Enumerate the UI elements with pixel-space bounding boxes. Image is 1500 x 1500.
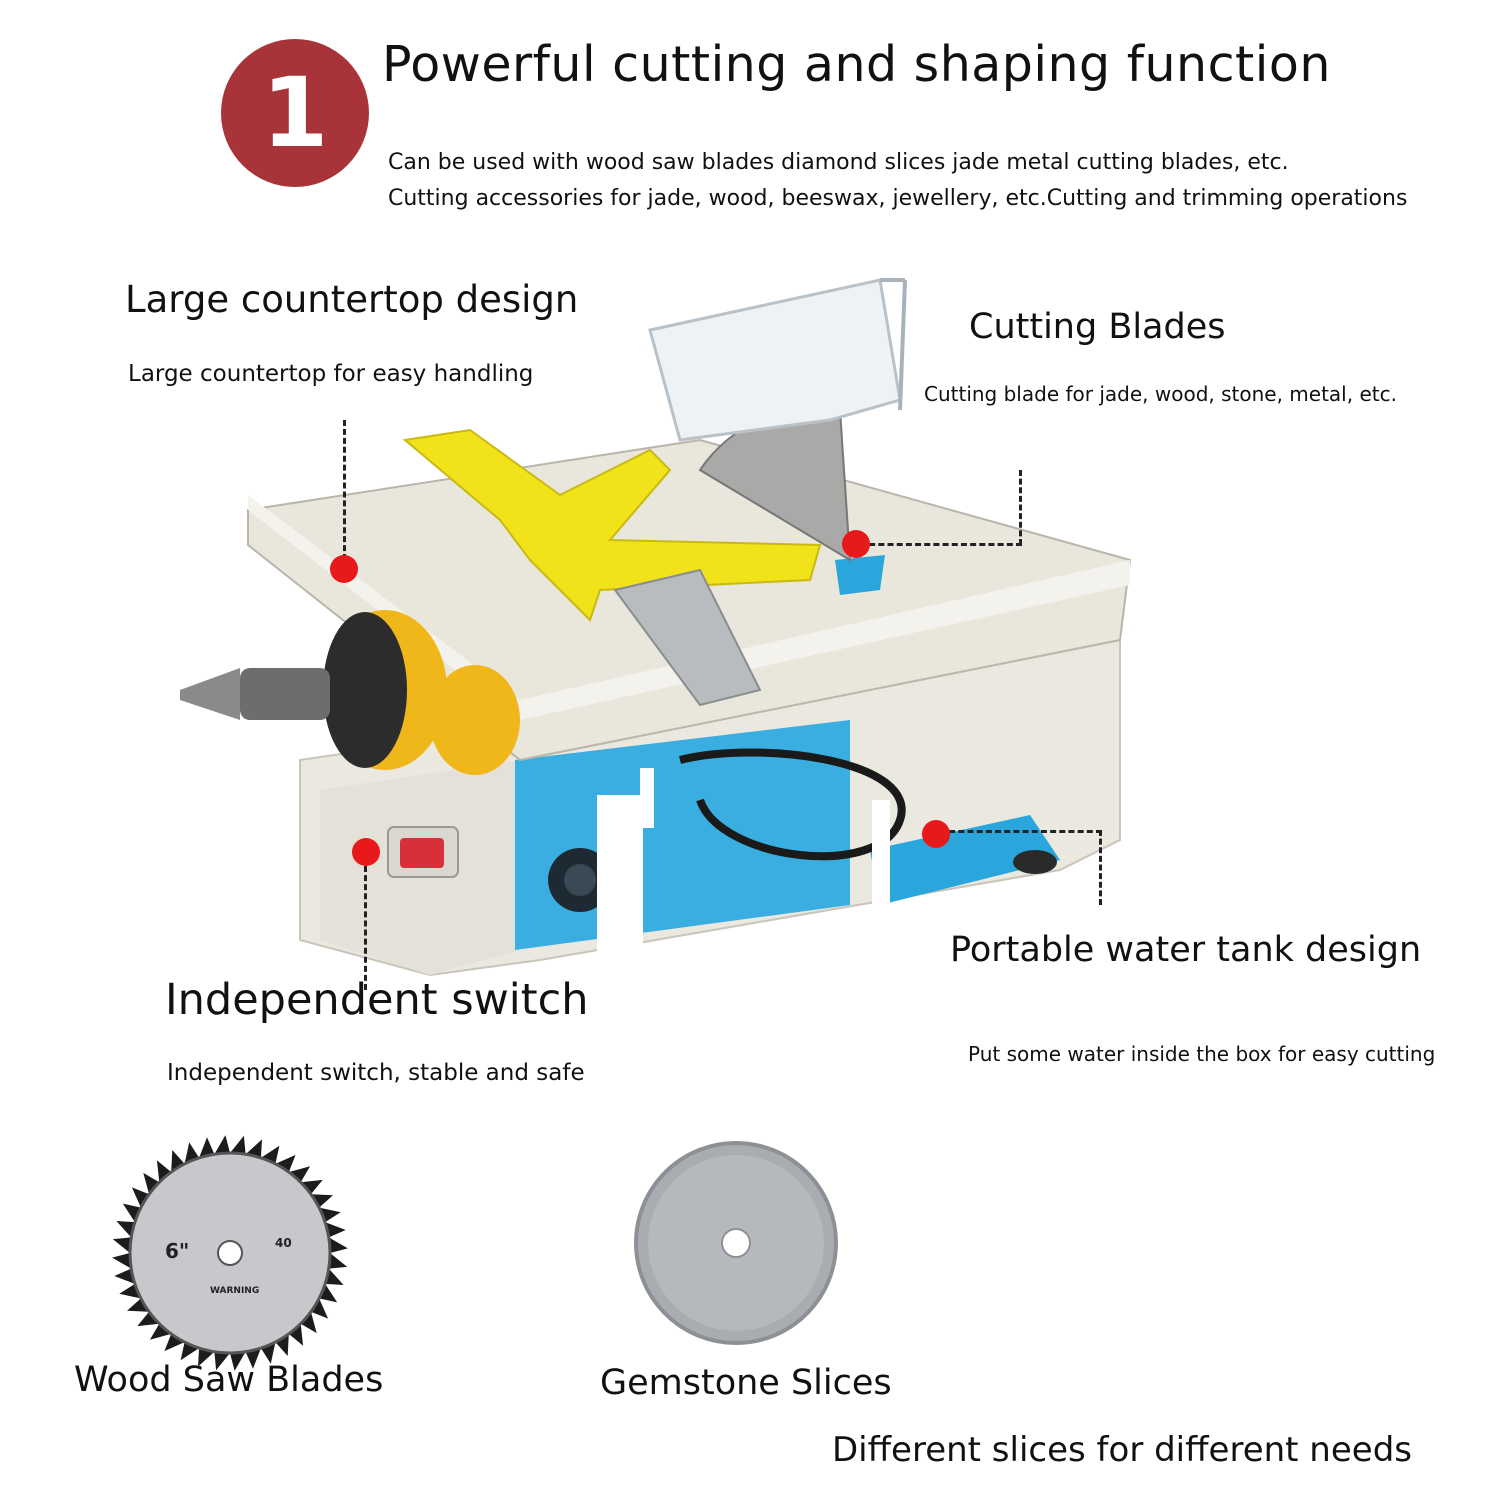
blade-teeth-mark: 40: [275, 1236, 292, 1250]
footer-tagline: Different slices for different needs: [832, 1430, 1412, 1470]
step-number: 1: [261, 57, 329, 169]
step-number-badge: 1: [221, 39, 369, 187]
main-heading: Powerful cutting and shaping function: [382, 36, 1331, 93]
gemstone-slices-label: Gemstone Slices: [600, 1363, 892, 1403]
blades-title: Cutting Blades: [969, 307, 1226, 347]
blades-callout-dot: [842, 530, 870, 558]
countertop-title: Large countertop design: [125, 278, 579, 321]
water-title: Portable water tank design: [950, 930, 1422, 970]
water-callout-dot: [922, 820, 950, 848]
blades-desc: Cutting blade for jade, wood, stone, met…: [924, 382, 1397, 406]
blade-size-mark: 6": [165, 1239, 189, 1263]
intro-line-2: Cutting accessories for jade, wood, bees…: [388, 186, 1408, 211]
blades-connector-v: [1019, 470, 1022, 545]
switch-desc: Independent switch, stable and safe: [167, 1060, 585, 1086]
gemstone-slice-image: [634, 1141, 838, 1345]
countertop-desc: Large countertop for easy handling: [128, 361, 534, 387]
wood-saw-blade-image: 6" 40 WARNING: [112, 1135, 348, 1371]
blade-warning-mark: WARNING: [210, 1286, 259, 1296]
switch-title: Independent switch: [165, 975, 589, 1025]
water-connector-h: [940, 830, 1102, 833]
intro-line-1: Can be used with wood saw blades diamond…: [388, 150, 1289, 175]
blades-connector-h: [860, 543, 1022, 546]
countertop-connector: [343, 420, 346, 560]
wood-saw-blades-label: Wood Saw Blades: [74, 1360, 384, 1400]
countertop-callout-dot: [330, 555, 358, 583]
water-connector-v: [1099, 830, 1102, 905]
switch-callout-dot: [352, 838, 380, 866]
switch-connector: [364, 866, 367, 990]
water-desc: Put some water inside the box for easy c…: [968, 1042, 1436, 1066]
